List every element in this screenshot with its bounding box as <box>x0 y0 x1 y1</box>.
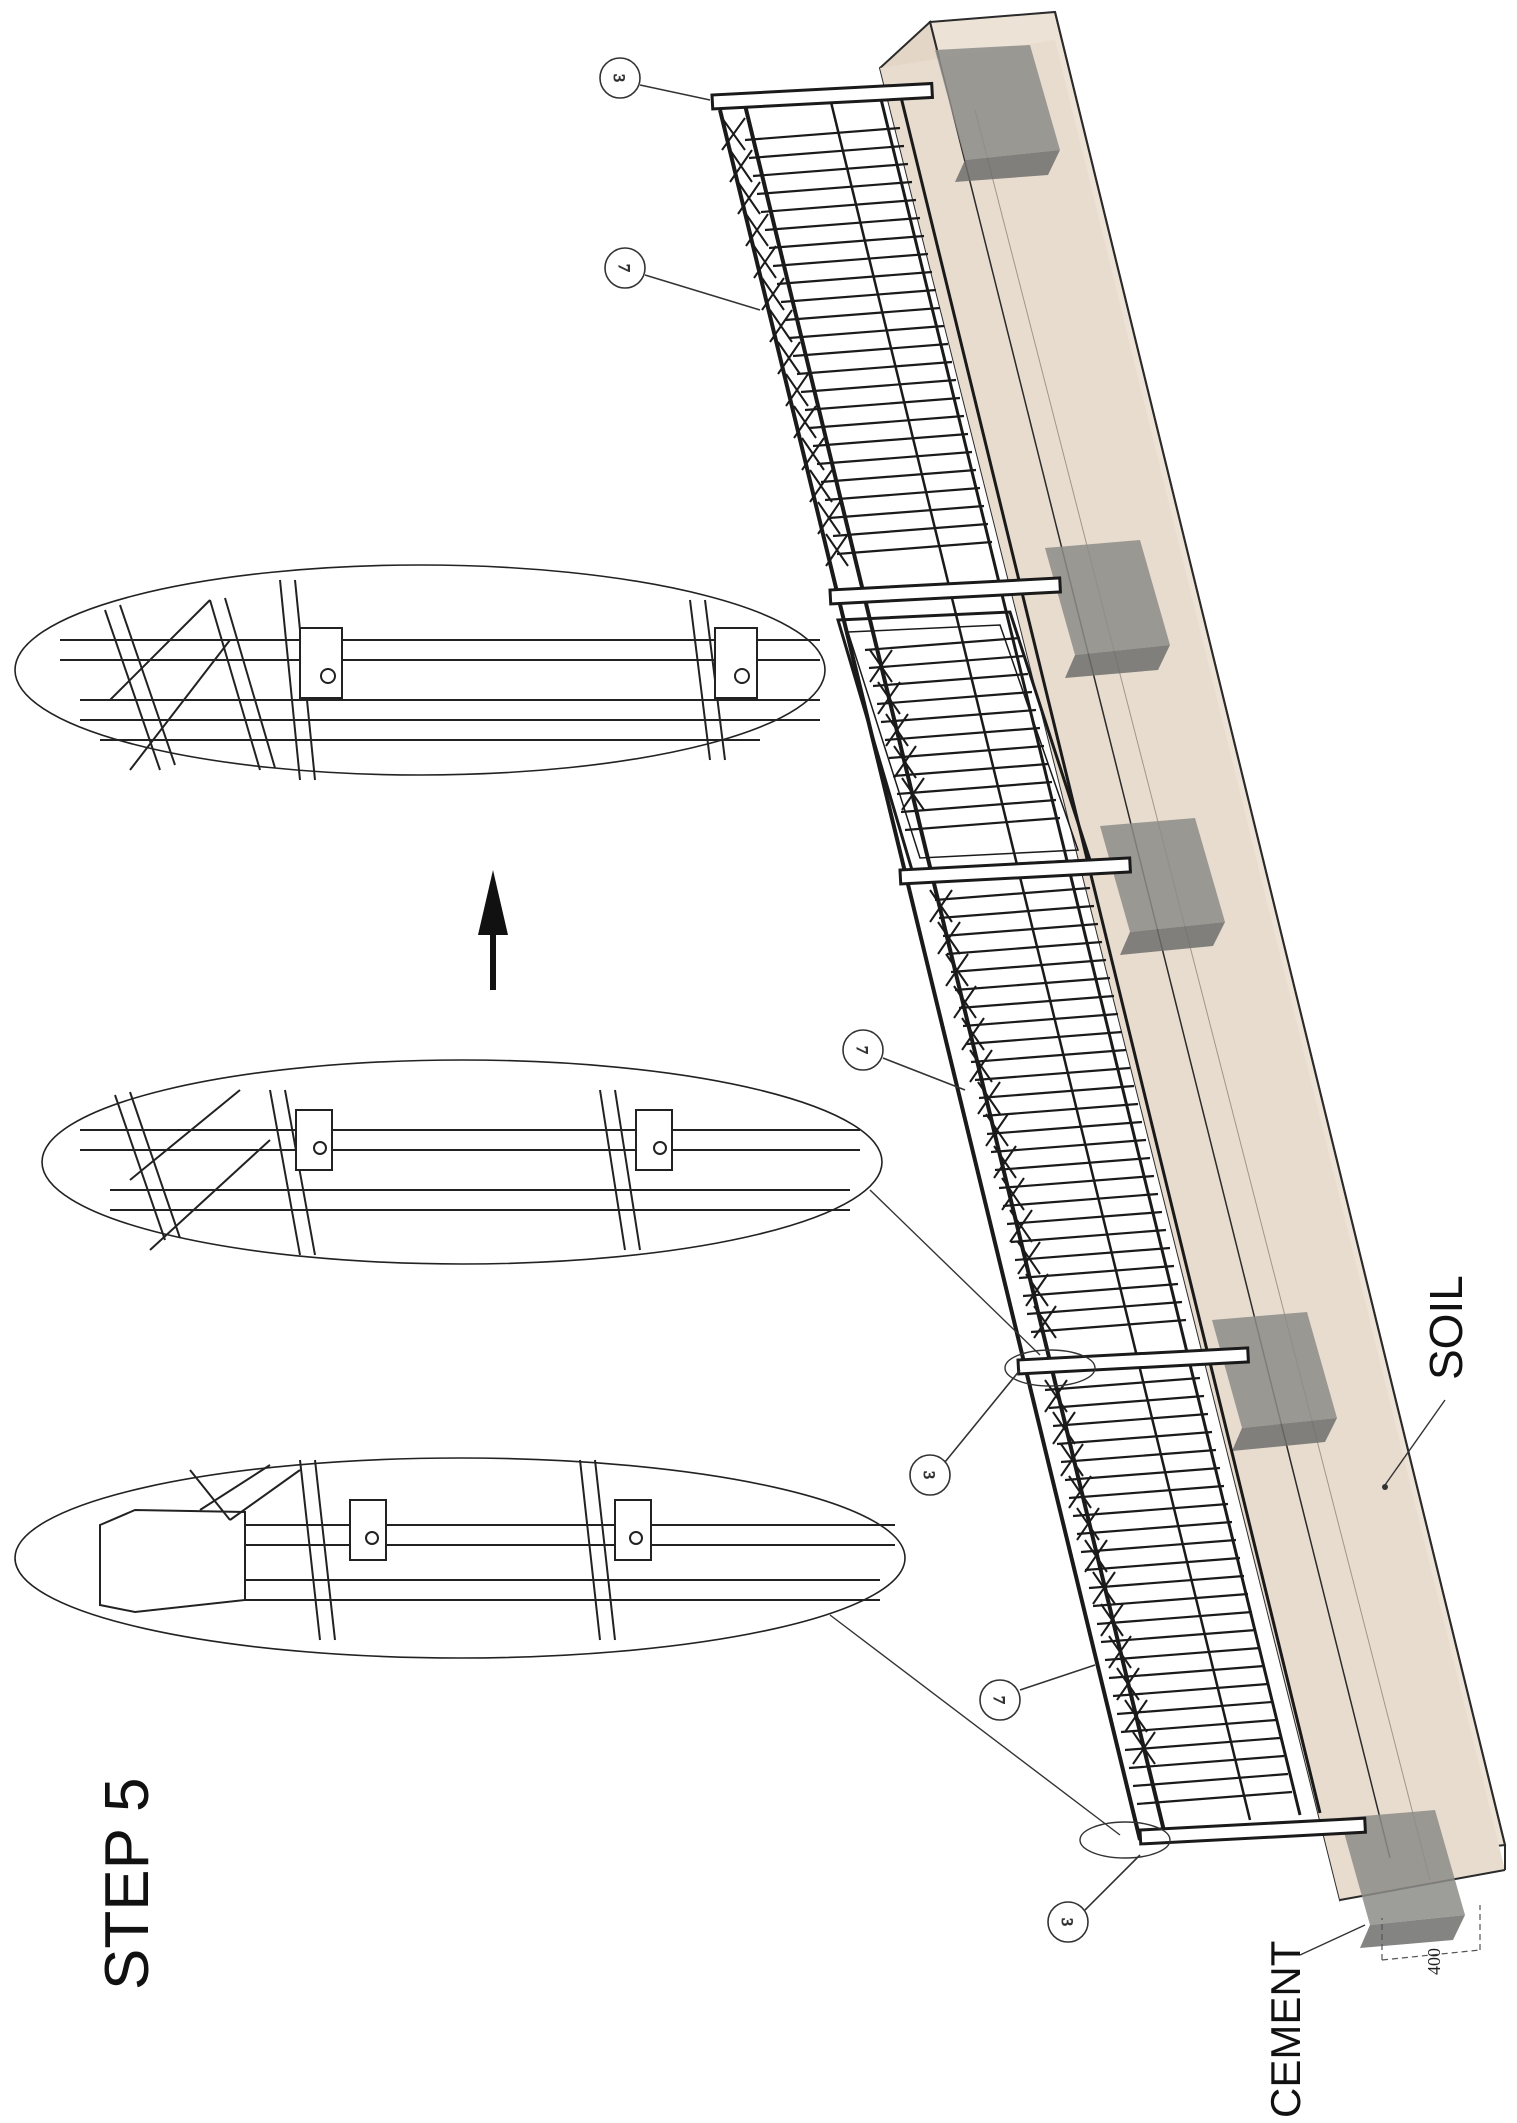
dimension-label: 400 <box>1424 1948 1444 1975</box>
cement-label: CEMENT <box>1262 1941 1309 2118</box>
cement-footing <box>1340 1810 1465 1948</box>
fence-posts <box>710 81 1368 1846</box>
callout-panel-top: 7 <box>604 247 761 311</box>
callout-panel-bottom-text: 7 <box>990 1696 1007 1704</box>
callout-post-top: 3 <box>599 57 711 101</box>
cement-footing <box>1045 540 1170 678</box>
callout-post-top-text: 3 <box>610 74 627 82</box>
post <box>1016 1346 1250 1376</box>
cement-footing <box>1100 818 1225 955</box>
callout-post-middle: 3 <box>909 1369 1021 1496</box>
cement-footing <box>1212 1312 1337 1451</box>
pickets <box>744 126 1293 1806</box>
dimension-annotation: 400 <box>1381 1905 1481 1975</box>
cement-footings <box>935 45 1465 1948</box>
detail-view-top <box>14 564 826 781</box>
detail-leaders <box>829 1189 1171 1859</box>
detail-view-middle <box>41 1059 883 1265</box>
callout-panel-middle: 7 <box>842 1029 966 1091</box>
detail-view-bottom <box>14 1457 906 1659</box>
post <box>898 856 1132 886</box>
callouts: 3 7 7 3 7 3 <box>599 57 1141 1943</box>
callout-post-bottom-text: 3 <box>1058 1918 1075 1926</box>
post <box>710 81 935 111</box>
callout-panel-bottom: 7 <box>979 1664 1096 1721</box>
arrow-up-icon <box>478 870 508 990</box>
step-title: STEP 5 <box>93 1777 162 1990</box>
title-group: STEP 5 <box>93 1777 162 1990</box>
cement-footing <box>935 45 1060 182</box>
soil-label: SOIL <box>1420 1275 1472 1380</box>
callout-post-middle-text: 3 <box>920 1471 937 1479</box>
callout-post-bottom: 3 <box>1047 1854 1141 1943</box>
soil-label-group: SOIL <box>1382 1275 1472 1490</box>
fence <box>710 81 1368 1846</box>
callout-panel-top-text: 7 <box>615 264 632 272</box>
post <box>1138 1816 1368 1846</box>
cement-label-group: CEMENT <box>1262 1924 1366 2118</box>
truss-pattern <box>721 117 1156 1765</box>
post <box>828 576 1062 606</box>
callout-panel-middle-text: 7 <box>853 1046 870 1054</box>
